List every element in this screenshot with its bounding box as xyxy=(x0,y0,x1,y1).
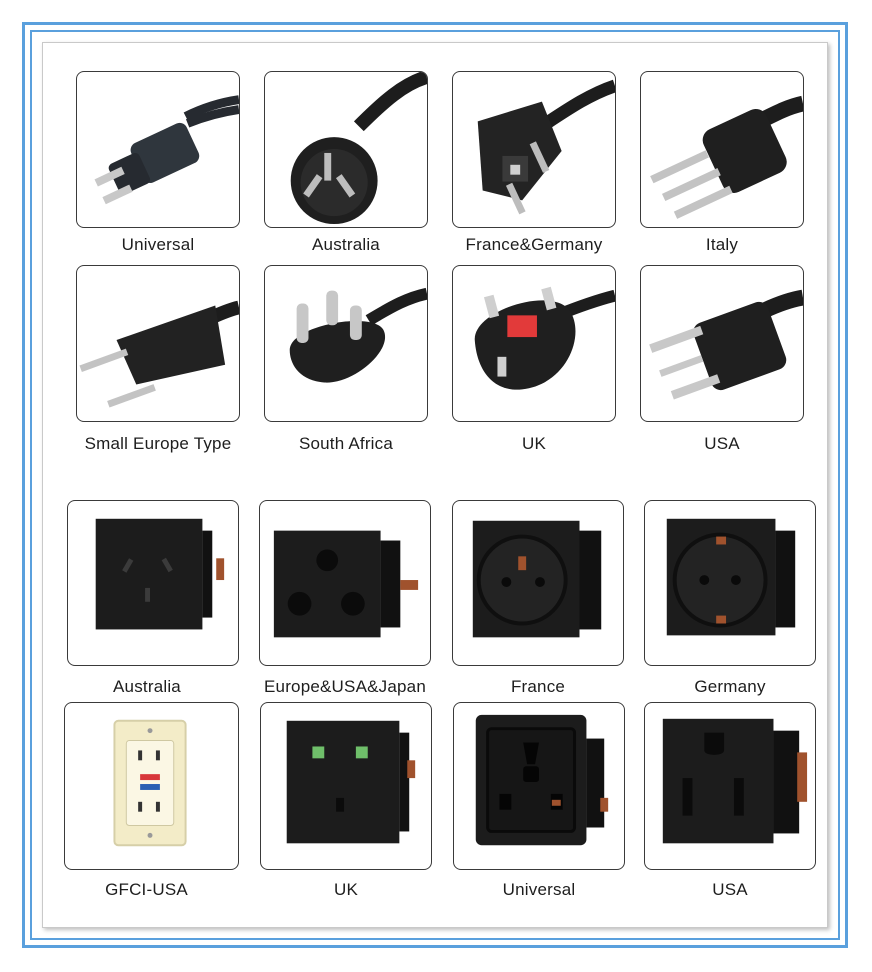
plug-small-europe-icon xyxy=(79,300,239,408)
socket-europe-usa-japan-image xyxy=(259,500,431,666)
plug-italy-image xyxy=(640,71,804,228)
socket-usa-label: USA xyxy=(712,880,748,899)
socket-australia-icon xyxy=(95,518,225,630)
plug-italy-icon xyxy=(650,95,803,219)
socket-universal-icon xyxy=(475,714,609,846)
plug-south-africa-icon xyxy=(289,287,427,383)
plug-australia-label: Australia xyxy=(312,235,380,254)
plug-france-germany-label: France&Germany xyxy=(465,235,603,254)
plug-uk-image xyxy=(452,265,616,422)
plug-south-africa-image xyxy=(264,265,428,422)
socket-gfci-usa-image xyxy=(64,702,239,870)
plug-usa-image xyxy=(640,265,804,422)
socket-uk-icon xyxy=(286,720,416,844)
plug-france-germany-image xyxy=(452,71,616,228)
socket-europe-usa-japan-icon xyxy=(273,530,419,638)
plug-universal-image xyxy=(76,71,240,228)
plug-france-germany-icon xyxy=(477,79,615,215)
plug-small-europe-image xyxy=(76,265,240,422)
socket-gfci-usa-label: GFCI-USA xyxy=(105,880,188,899)
plug-uk-icon xyxy=(474,286,615,390)
socket-usa-image xyxy=(644,702,816,870)
plug-universal-label: Universal xyxy=(121,235,195,254)
socket-uk-label: UK xyxy=(333,880,359,899)
socket-france-image xyxy=(452,500,624,666)
plug-australia-icon xyxy=(290,72,427,225)
plug-uk-label: UK xyxy=(521,434,547,453)
socket-germany-image xyxy=(644,500,816,666)
socket-uk-image xyxy=(260,702,432,870)
plug-usa-icon xyxy=(649,289,803,400)
socket-france-icon xyxy=(472,520,602,638)
plug-small-europe-label: Small Europe Type xyxy=(84,434,232,453)
socket-germany-label: Germany xyxy=(694,677,766,696)
socket-australia-image xyxy=(67,500,239,666)
socket-gfci-usa-icon xyxy=(113,719,187,847)
socket-germany-icon xyxy=(666,518,796,636)
plug-usa-label: USA xyxy=(704,434,740,453)
plug-south-africa-label: South Africa xyxy=(298,434,394,453)
socket-universal-label: Universal xyxy=(502,880,576,899)
plug-universal-icon xyxy=(94,95,239,205)
socket-europe-usa-japan-label: Europe&USA&Japan xyxy=(264,677,426,696)
socket-australia-label: Australia xyxy=(113,677,181,696)
socket-france-label: France xyxy=(510,677,566,696)
socket-usa-icon xyxy=(662,718,808,844)
plug-italy-label: Italy xyxy=(705,235,739,254)
plug-australia-image xyxy=(264,71,428,228)
socket-universal-image xyxy=(453,702,625,870)
